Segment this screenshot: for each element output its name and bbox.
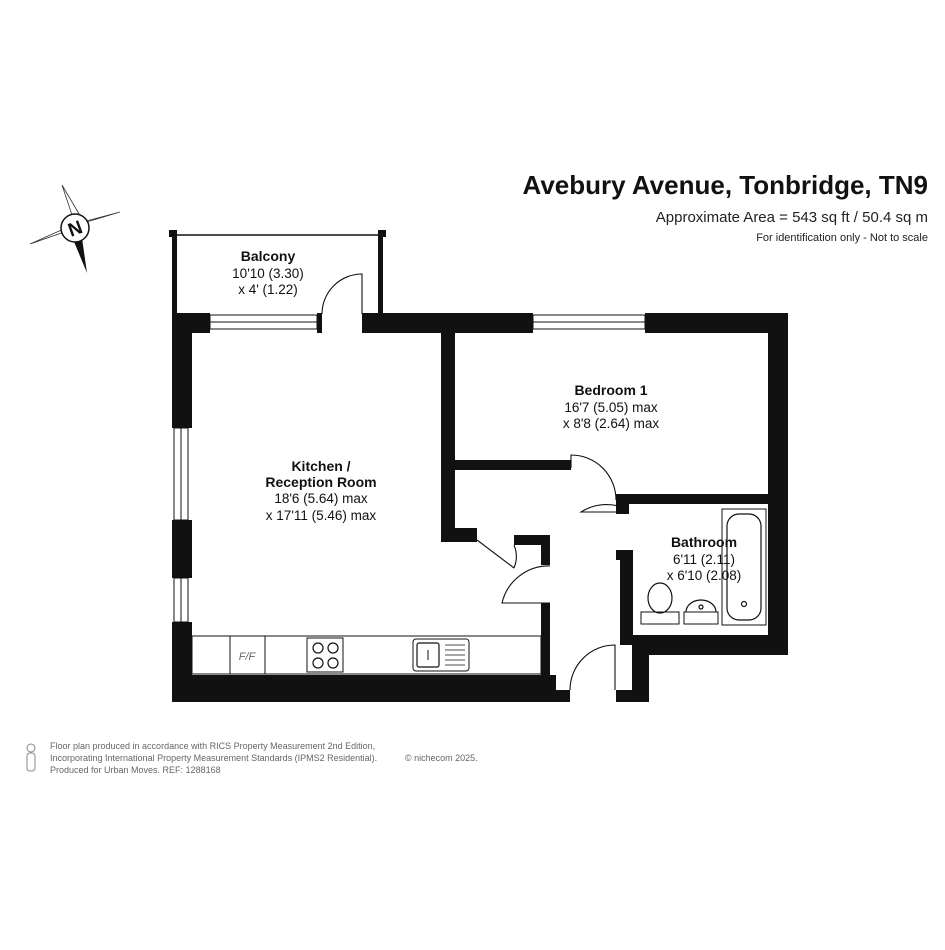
north-arrow-compass-icon: N (29, 184, 121, 273)
balcony-outline (169, 230, 386, 315)
svg-text:x 17'11 (5.46) max: x 17'11 (5.46) max (266, 508, 377, 523)
footer-line-2: Incorporating International Property Mea… (50, 753, 377, 763)
rics-person-icon (26, 743, 36, 772)
fridge-freezer-label: F/F (239, 651, 257, 663)
svg-text:x 6'10 (2.08): x 6'10 (2.08) (667, 568, 742, 583)
hob-icon (306, 637, 344, 673)
exterior-walls (172, 313, 788, 702)
sink-icon (412, 638, 470, 672)
svg-text:6'11 (2.11): 6'11 (2.11) (673, 552, 735, 567)
bath-icon (721, 508, 767, 626)
kitchen-units: F/F (191, 635, 542, 675)
footer-line-1: Floor plan produced in accordance with R… (50, 741, 375, 751)
toilet-icon (640, 582, 680, 625)
svg-text:Reception Room: Reception Room (265, 474, 376, 490)
footer-line-3: Produced for Urban Moves. REF: 1288168 (50, 765, 221, 775)
kitchen-label: Kitchen / Reception Room 18'6 (5.64) max… (265, 458, 376, 523)
bedroom-label: Bedroom 1 16'7 (5.05) max x 8'8 (2.64) m… (563, 382, 660, 431)
svg-text:x 4' (1.22): x 4' (1.22) (238, 282, 298, 297)
svg-text:Kitchen /: Kitchen / (291, 458, 350, 474)
svg-text:Bedroom 1: Bedroom 1 (574, 382, 647, 398)
svg-text:x 8'8 (2.64) max: x 8'8 (2.64) max (563, 416, 660, 431)
bathroom-fixtures (640, 508, 767, 626)
svg-text:10'10 (3.30): 10'10 (3.30) (232, 266, 304, 281)
balcony-label: Balcony 10'10 (3.30) x 4' (1.22) (232, 248, 304, 297)
svg-text:18'6 (5.64) max: 18'6 (5.64) max (274, 491, 368, 506)
compass-north-label: N (65, 217, 85, 241)
svg-text:Balcony: Balcony (241, 248, 296, 264)
basin-icon (683, 599, 719, 625)
bathroom-label: Bathroom 6'11 (2.11) x 6'10 (2.08) (667, 534, 742, 583)
svg-text:Bathroom: Bathroom (671, 534, 737, 550)
svg-text:16'7 (5.05) max: 16'7 (5.05) max (564, 400, 658, 415)
interior-walls (441, 330, 771, 695)
footer-copyright: © nichecom 2025. (405, 753, 478, 763)
door-swings (476, 454, 630, 691)
disclaimer-note: For identification only - Not to scale (756, 232, 928, 244)
property-title: Avebury Avenue, Tonbridge, TN9 (523, 170, 928, 200)
approximate-area: Approximate Area = 543 sq ft / 50.4 sq m (656, 209, 928, 226)
